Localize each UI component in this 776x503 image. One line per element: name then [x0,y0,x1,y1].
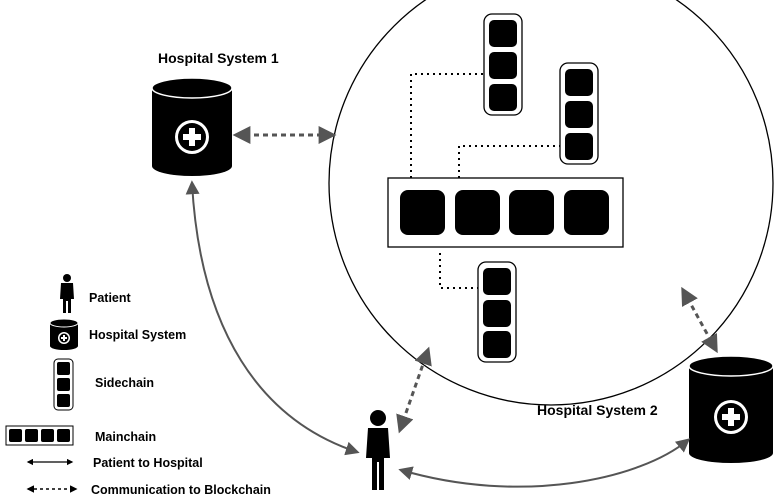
legend-patient-icon [60,274,74,313]
sidechain-connectors [410,73,560,289]
mainchain [387,177,624,248]
patient-to-blockchain-arrow [396,346,432,434]
hospital-1-database-icon [151,77,233,176]
sidechain-block [565,101,593,128]
mainchain-block [509,190,554,235]
legend-hospital-system-label: Hospital System [89,328,187,342]
sidechain-3 [477,261,517,363]
mainchain-block [400,190,445,235]
sidechain-block [483,268,511,295]
legend-mainchain-label: Mainchain [95,430,157,444]
hospital-2-label: Hospital System 2 [537,402,658,418]
sidechain-block [489,20,517,47]
sidechain-2 [559,62,599,165]
legend-sidechain-label: Sidechain [95,376,155,390]
sidechain-block [489,84,517,111]
patient-to-hospital-2-arrow [398,438,691,488]
sidechain-1 [483,13,523,116]
sidechain-block [483,300,511,327]
patient-figure-icon [366,410,390,490]
legend-communication-label: Communication to Blockchain [91,483,271,497]
legend-sidechain-icon [53,358,74,411]
legend-patient-label: Patient [89,291,131,305]
hospital-1-label: Hospital System 1 [158,50,279,66]
sidechain-connector-2 [458,145,560,178]
sidechain-block [489,52,517,79]
mainchain-block [564,190,609,235]
sidechain-block [565,69,593,96]
legend-patient-to-hospital-label: Patient to Hospital [93,456,203,470]
patient-to-hospital-1-arrow [185,180,360,456]
sidechain-connector-1 [410,73,484,178]
hospital-2-database-icon [688,355,774,463]
sidechain-connector-3 [439,253,478,289]
blockchain-to-hospital-2-arrow [681,286,718,354]
mainchain-block [455,190,500,235]
legend-mainchain-icon [5,425,74,446]
legend-hospital-system-icon [49,318,79,350]
sidechain-block [483,331,511,358]
sidechain-block [565,133,593,160]
